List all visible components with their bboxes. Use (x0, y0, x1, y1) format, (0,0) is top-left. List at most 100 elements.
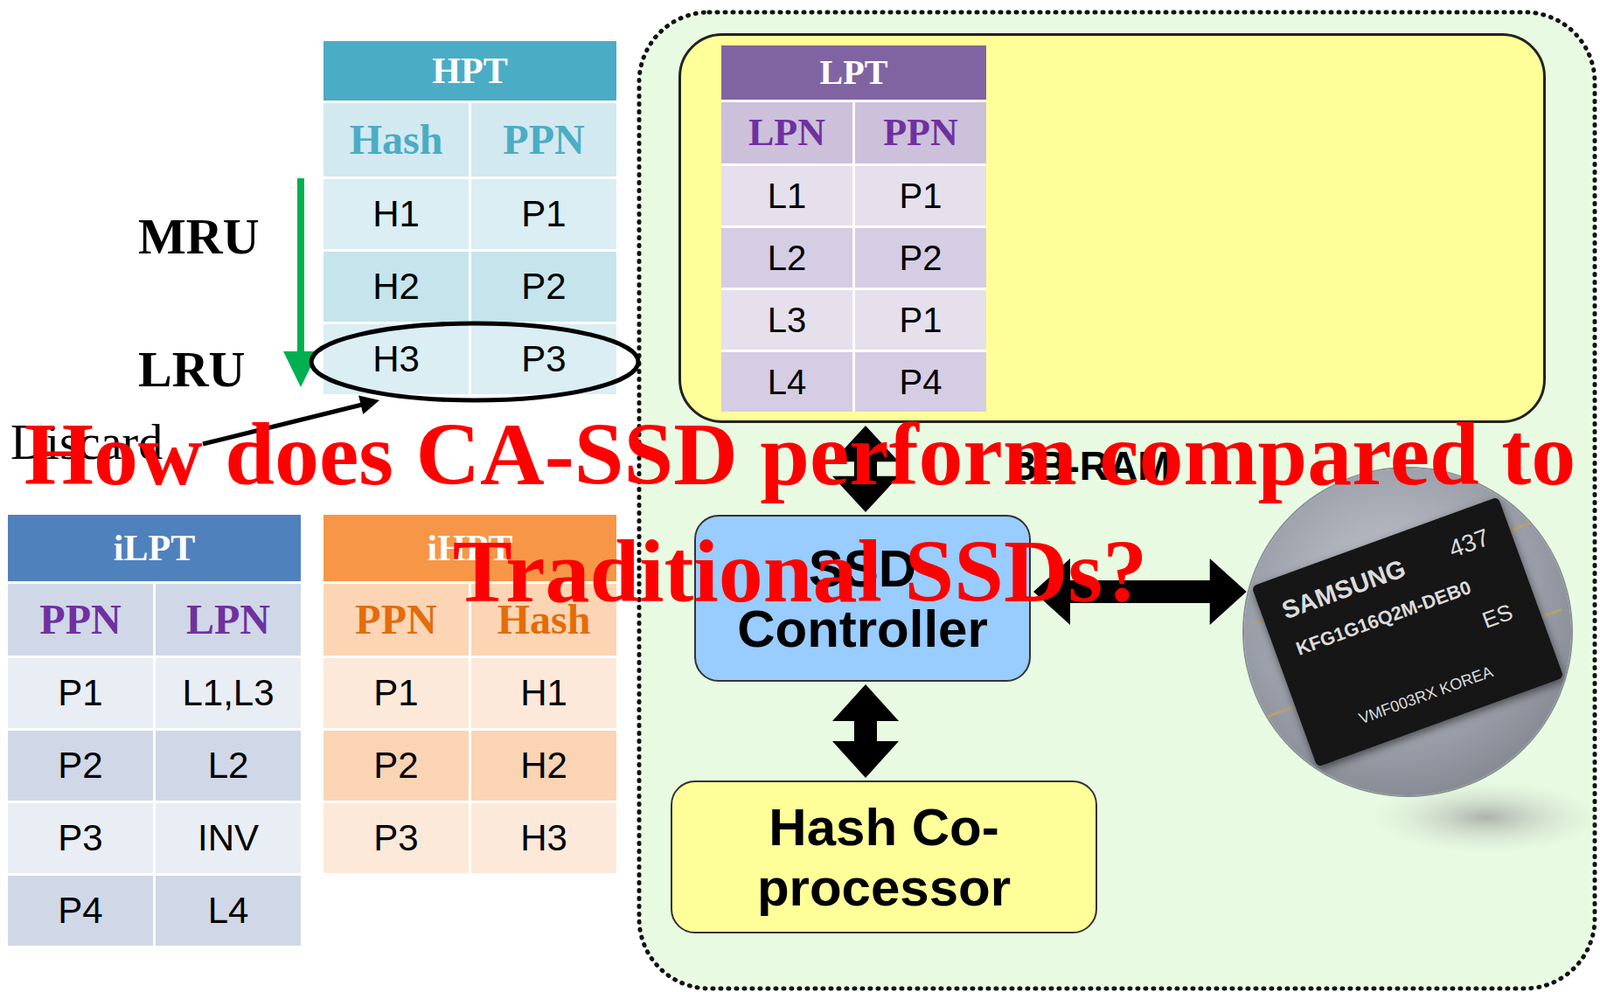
cell-text: L1 (767, 176, 807, 216)
cell-text: H3 (520, 818, 568, 859)
table-cell: P1 (855, 290, 987, 350)
table-title-cell: iLPT (7, 514, 301, 582)
column-heading: Hash (349, 117, 444, 164)
table-cell: P1 (855, 166, 987, 226)
side-label: Discard (10, 416, 163, 471)
column-heading: PPN (502, 117, 585, 164)
table-title-cell: iHPT (323, 514, 617, 582)
cell-text: H3 (372, 339, 420, 380)
ilpt-table: iLPT PPN LPN P1 L1,L3P2 L2P3 INV P4 L4 (7, 514, 301, 947)
table-cell: P2 (7, 730, 154, 801)
side-label: MRU (138, 208, 260, 265)
cell-text: P4 (899, 362, 943, 402)
column-heading: Hash (497, 597, 592, 644)
table-title-cell: HPT (323, 41, 617, 101)
table-cell: L4 (721, 352, 853, 412)
table-head-cell: LPN (155, 584, 301, 656)
table-cell: L1,L3 (155, 658, 301, 729)
table-head-cell: PPN (323, 584, 469, 656)
chip-marking: VMF003RX KOREA (1356, 663, 1496, 729)
table-cell: H2 (323, 251, 469, 322)
table-head-cell: LPN (721, 102, 853, 164)
table-title: HPT (431, 50, 508, 91)
ihpt-table: iHPT PPN HashP1 H1P2 H2P3 H3 (323, 514, 617, 874)
cell-text: P3 (521, 339, 566, 380)
data-path-arrow (1033, 558, 1247, 626)
cell-text: P1 (899, 300, 943, 340)
cell-text: P1 (521, 194, 566, 235)
table-cell: L3 (721, 290, 853, 350)
table-title-cell: LPT (721, 45, 987, 100)
region-label: BB-RAM (1008, 443, 1172, 490)
table-cell: P2 (323, 730, 469, 801)
cell-text: L3 (767, 300, 807, 340)
table-title: iHPT (426, 528, 513, 569)
table-cell: H2 (471, 730, 617, 801)
cell-text: P1 (57, 673, 103, 714)
table-cell: L4 (155, 876, 301, 947)
table-cell: P2 (855, 228, 987, 288)
table-cell: P1 (323, 658, 469, 729)
discard-arrowhead (358, 396, 380, 415)
table-cell: P1 (7, 658, 154, 729)
table-cell: P2 (471, 251, 617, 322)
cell-text: P3 (57, 818, 103, 859)
table-head-cell: PPN (471, 103, 617, 177)
table-cell: H1 (323, 179, 469, 250)
cell-text: H1 (520, 673, 568, 714)
table-title: iLPT (113, 528, 195, 569)
column-heading: PPN (354, 597, 437, 644)
cell-text: INV (197, 818, 259, 859)
cell-text: P2 (373, 745, 418, 787)
table-cell: P1 (471, 179, 617, 250)
table-title: LPT (820, 53, 889, 92)
table-cell: P3 (7, 803, 154, 874)
table-head-cell: Hash (471, 584, 617, 656)
table-cell: P4 (855, 352, 987, 412)
cell-text: L2 (767, 238, 807, 278)
cell-text: P4 (57, 890, 103, 932)
evict-ellipse (311, 323, 639, 401)
side-label: LRU (138, 341, 245, 398)
data-path-arrow (832, 425, 899, 513)
chip-body: SAMSUNG437KFG1G16Q2M-DEB0ESVMF003RX KORE… (1251, 496, 1564, 767)
cell-text: L2 (208, 745, 250, 787)
lpt-table: LPTLPNPPNL1P1L2P2L3P1L4P4 (721, 45, 987, 412)
table-cell: P4 (7, 876, 154, 947)
cell-text: P2 (521, 266, 566, 307)
table-cell: P3 (323, 803, 469, 874)
discard-arrow (202, 404, 362, 445)
lru-order-arrowhead (283, 351, 319, 388)
coprocessor-box: Hash Co-processor (670, 780, 1098, 934)
cell-text: L4 (208, 890, 250, 932)
column-heading: PPN (883, 111, 959, 154)
flash-chip: SAMSUNG437KFG1G16Q2M-DEB0ESVMF003RX KORE… (1244, 468, 1572, 796)
table-cell: H3 (323, 324, 469, 395)
chip-marking: 437 (1445, 524, 1493, 564)
cell-text: L4 (767, 362, 807, 402)
table-cell: H3 (471, 803, 617, 874)
cell-text: H1 (372, 194, 420, 235)
cell-text: P2 (899, 238, 943, 278)
cell-text: H2 (520, 745, 568, 787)
cell-text: P2 (57, 745, 103, 787)
cell-text: P3 (373, 818, 418, 859)
chip-marking: ES (1479, 599, 1517, 634)
cell-text: P1 (899, 176, 943, 216)
table-cell: L2 (721, 228, 853, 288)
column-heading: LPN (748, 111, 826, 154)
bb-ram-box: BB-RAMLPTLPNPPNL1P1L2P2L3P1L4P4 (678, 33, 1546, 424)
table-cell: INV (155, 803, 301, 874)
lru-order-arrow (297, 178, 305, 355)
data-path-arrow (832, 684, 899, 779)
hpt-table: HPT Hash PPN H1 P1H2 P2H3 P3 (323, 41, 617, 395)
table-cell: P3 (471, 324, 617, 395)
cell-text: L1,L3 (181, 673, 274, 714)
cell-text: H2 (372, 266, 420, 307)
box-label: Hash Co-processor (689, 797, 1079, 919)
column-heading: PPN (39, 597, 121, 644)
table-cell: L2 (155, 730, 301, 801)
box-label: SSD Controller (713, 538, 1012, 660)
table-head-cell: PPN (7, 584, 154, 656)
